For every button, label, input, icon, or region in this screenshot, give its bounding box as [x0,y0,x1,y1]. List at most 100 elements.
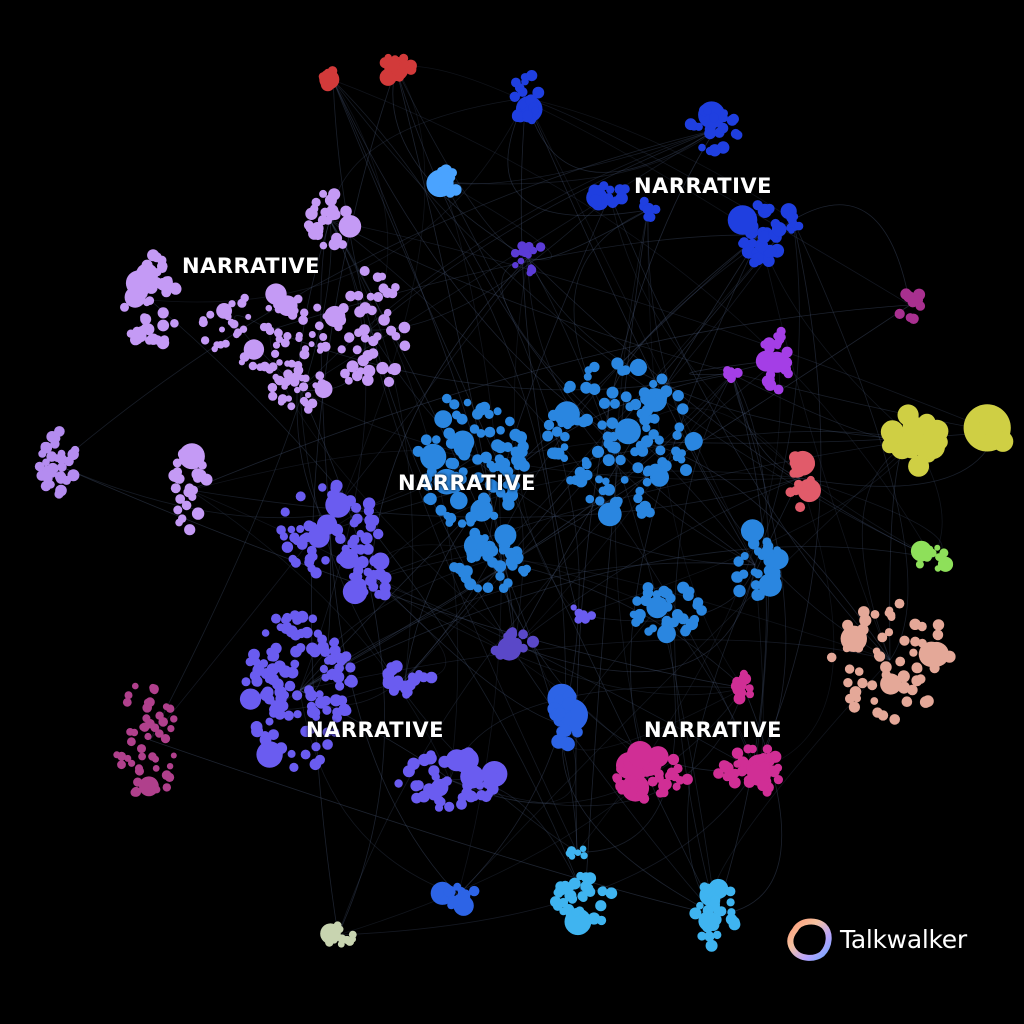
cluster-azure-lower [629,581,707,644]
node [178,514,187,523]
label-narrative-blue-top: NARRATIVE [634,174,773,198]
edge [525,97,756,566]
node [290,629,301,641]
node [335,533,346,544]
node [280,507,290,517]
node [773,546,782,555]
node [529,246,538,255]
node [46,431,58,443]
node [392,675,404,687]
edge [514,257,579,616]
node [443,427,456,440]
node [504,547,518,560]
node [292,690,303,701]
edge [647,209,745,689]
node [632,462,644,474]
node [684,118,697,131]
node [750,568,759,576]
cluster-blue-bottom [430,881,480,916]
node [747,238,757,248]
node [387,366,396,375]
node [367,305,377,316]
node [759,551,768,559]
node [265,304,273,312]
node [872,707,883,718]
cluster-cyan-bottom-a [550,871,618,936]
node [283,710,294,721]
edge [332,79,566,726]
node [440,895,450,905]
label-narrative-violet: NARRATIVE [306,718,445,742]
node [124,691,133,700]
edge [296,219,331,531]
cluster-coral-right [785,450,821,513]
cluster-sage-bottom [320,921,357,948]
node [518,565,527,575]
node [620,184,630,194]
node [628,778,639,789]
node [992,431,1014,452]
node [560,431,570,442]
node [672,390,684,402]
node [301,532,312,543]
node [378,272,387,281]
node [337,345,346,354]
node [932,619,945,631]
node [647,414,657,424]
node [773,384,784,395]
node [315,690,324,699]
edge [329,529,459,896]
node [771,222,787,237]
node [547,447,559,459]
node [457,519,467,528]
node [494,560,507,573]
node [672,782,681,791]
node [341,705,352,716]
node [383,376,395,387]
node [629,358,648,376]
node [317,379,327,388]
node [560,880,571,891]
node [142,714,151,723]
node [170,752,177,759]
node [40,441,53,454]
node [728,916,740,928]
edge [715,687,783,916]
node [485,544,499,557]
node [642,467,652,477]
node [570,604,577,611]
node [354,306,366,318]
node [581,469,593,481]
cluster-violet-right [382,660,438,699]
node [488,766,498,776]
node [315,227,324,236]
node [301,627,310,636]
edge [149,739,717,916]
node [677,613,689,625]
node [368,582,379,592]
node [609,398,620,409]
node [309,758,322,771]
node [733,760,741,768]
node [360,333,370,343]
node [532,86,545,99]
node [373,528,384,540]
label-narrative-magenta: NARRATIVE [644,718,783,742]
node [672,430,682,440]
edge [337,769,756,936]
node [517,87,528,97]
node [117,760,126,770]
edge [189,304,911,491]
node [713,768,724,779]
node [496,426,505,435]
node [895,656,906,667]
node [308,341,315,348]
node [399,324,408,333]
node [320,207,330,217]
node [432,435,441,444]
edge [514,564,756,673]
node [757,230,771,244]
edge [395,67,516,646]
node [295,491,306,502]
edge [759,234,891,661]
